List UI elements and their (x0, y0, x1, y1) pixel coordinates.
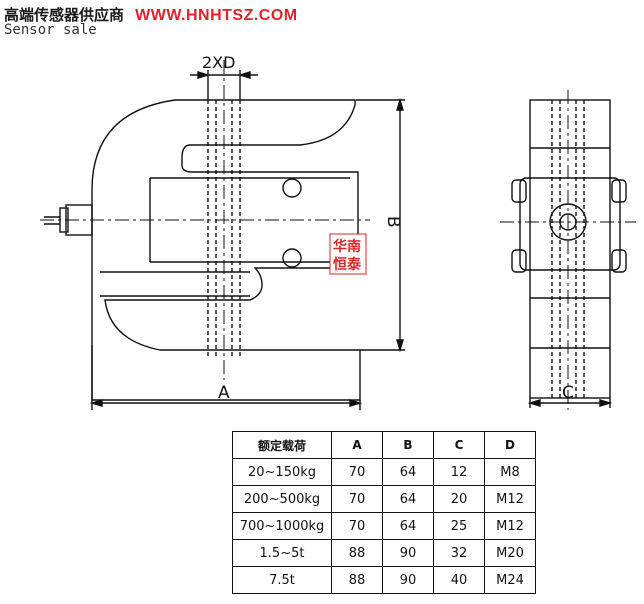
side-view-outline (529, 99, 611, 399)
spec-table: 额定载荷 A B C D 20~150kg 70 64 12 M8 200~50… (232, 431, 536, 594)
cell: 64 (382, 512, 434, 540)
table-row: 7.5t 88 90 40 M24 (232, 566, 536, 594)
table-row: 20~150kg 70 64 12 M8 (232, 458, 536, 486)
cell: 1.5~5t (232, 539, 332, 567)
cell: 64 (382, 458, 434, 486)
header-b: B (382, 431, 434, 459)
cell: 88 (331, 539, 383, 567)
page-header: 高端传感器供应商 WWW.HNHTSZ.COM (4, 4, 298, 25)
subtitle: Sensor sale (4, 22, 97, 38)
dim-a-label: A (218, 383, 230, 403)
table-row: 700~1000kg 70 64 25 M12 (232, 512, 536, 540)
cell: 90 (382, 566, 434, 594)
cell: M12 (484, 512, 536, 540)
stamp-line2: 恒泰 (333, 256, 362, 273)
header-c: C (433, 431, 485, 459)
stamp-line1: 华南 (333, 238, 361, 255)
table-row: 200~500kg 70 64 20 M12 (232, 485, 536, 513)
cell: 700~1000kg (232, 512, 332, 540)
dim-c-label: C (562, 383, 574, 403)
cell: 40 (433, 566, 485, 594)
cell: 20 (433, 485, 485, 513)
cell: 88 (331, 566, 383, 594)
cell: 7.5t (232, 566, 332, 594)
bolt-hole-top (282, 178, 302, 198)
s-beam-outline (91, 99, 361, 401)
table-row: 1.5~5t 88 90 32 M20 (232, 539, 536, 567)
cell: 64 (382, 485, 434, 513)
cell: M20 (484, 539, 536, 567)
cell: 20~150kg (232, 458, 332, 486)
cell: 70 (331, 458, 383, 486)
header-a: A (331, 431, 383, 459)
cell: 32 (433, 539, 485, 567)
cell: 70 (331, 485, 383, 513)
company-stamp (329, 233, 367, 275)
header-d: D (484, 431, 536, 459)
cell: 25 (433, 512, 485, 540)
website-url[interactable]: WWW.HNHTSZ.COM (135, 7, 298, 24)
company-title: 高端传感器供应商 (4, 6, 125, 24)
cell: M12 (484, 485, 536, 513)
cell: 90 (382, 539, 434, 567)
header-rated-load: 额定载荷 (232, 431, 332, 459)
cell: 70 (331, 512, 383, 540)
table-header-row: 额定载荷 A B C D (232, 431, 536, 459)
cell: M24 (484, 566, 536, 594)
cell: M8 (484, 458, 536, 486)
dim-b-label: B (383, 216, 403, 228)
bolt-hole-bottom (282, 248, 302, 268)
cell: 200~500kg (232, 485, 332, 513)
cell: 12 (433, 458, 485, 486)
dim-2xd-label: 2XD (202, 53, 235, 72)
